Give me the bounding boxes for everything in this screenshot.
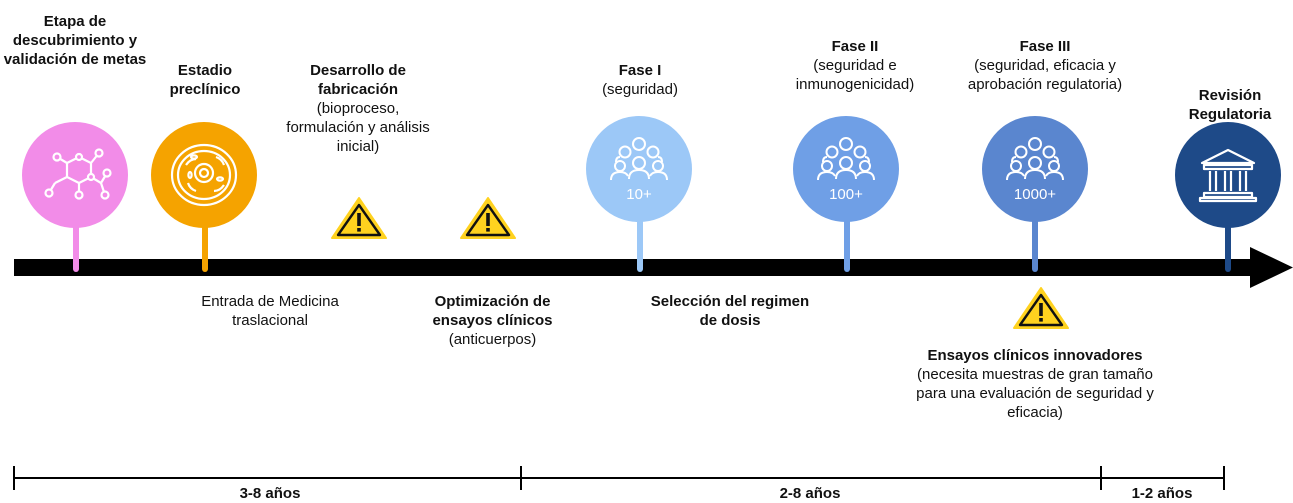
stage-manufacturing-subtitle: (bioproceso, formulación y análisis inic… [286,100,430,155]
stage-phase2-subtitle: (seguridad e inmunogenicidad) [795,57,915,93]
people-group-icon [817,137,875,181]
dose-selection-text: Selección del regimen de dosis [650,293,810,329]
stage-phase2-label: Fase II (seguridad e inmunogenicidad) [780,37,930,94]
stage-phase1-stem [637,198,643,272]
phase2-participant-count: 100+ [829,186,863,203]
duration-label-regulatory: 1-2 años [1131,485,1193,502]
stage-phase3-title: Fase III [1019,38,1071,55]
stage-phase2-stem [844,198,850,272]
stage-preclinical-circle [151,122,257,228]
stage-phase2-circle: 100+ [793,116,899,222]
stage-discovery-stem [73,198,79,272]
stage-regulatory-stem [1225,198,1231,272]
stage-manufacturing-label: Desarrollo de fabricación (bioproceso, f… [282,61,434,156]
innovative-trials-title: Ensayos clínicos innovadores [927,347,1143,364]
people-group-icon [1006,137,1064,181]
warning-icon [460,197,516,239]
warning-icon [1013,287,1069,329]
stage-manufacturing-title: Desarrollo de fabricación [310,62,406,98]
stage-phase3-stem [1032,198,1038,272]
stage-phase3-circle: 1000+ [982,116,1088,222]
stage-phase1-subtitle: (seguridad) [602,81,678,98]
trial-optimization-subtitle: (anticuerpos) [448,331,537,348]
stage-phase3-label: Fase III (seguridad, eficacia y aprobaci… [945,37,1145,94]
stage-discovery-title: Etapa de descubrimiento y validación de … [3,13,147,68]
stage-phase1-title: Fase I [618,62,662,79]
innovative-trials-subtitle: (necesita muestras de gran tamaño para u… [916,366,1154,421]
stage-regulatory-label: Revisión Regulatoria [1175,86,1285,124]
stage-phase2-title: Fase II [831,38,879,55]
stage-discovery-label: Etapa de descubrimiento y validación de … [0,12,150,69]
timeline-arrowhead [1250,247,1293,288]
phase1-participant-count: 10+ [626,186,652,203]
stage-phase1-circle: 10+ [586,116,692,222]
courthouse-icon [1198,148,1258,203]
stage-preclinical-title: Estadio preclínico [169,62,241,98]
stage-phase1-label: Fase I (seguridad) [575,61,705,99]
timeline-bar [14,259,1254,276]
molecule-icon [44,148,112,200]
stage-preclinical-label: Estadio preclínico [150,61,260,99]
stage-regulatory-title: Revisión Regulatoria [1188,87,1272,123]
people-group-icon [610,137,668,181]
duration-label-clinical: 2-8 años [779,485,841,502]
dose-selection-note: Selección del regimen de dosis [640,292,820,330]
translational-note: Entrada de Medicina traslacional [175,292,365,330]
stage-discovery-circle [22,122,128,228]
cell-icon [170,143,238,207]
stage-preclinical-stem [202,198,208,272]
trial-optimization-note: Optimización de ensayos clínicos (anticu… [410,292,575,349]
stage-phase3-subtitle: (seguridad, eficacia y aprobación regula… [967,57,1123,93]
trial-optimization-title: Optimización de ensayos clínicos [432,293,553,329]
translational-note-text: Entrada de Medicina traslacional [201,293,339,329]
innovative-trials-note: Ensayos clínicos innovadores (necesita m… [905,346,1165,422]
warning-icon [331,197,387,239]
duration-label-preclinical: 3-8 años [239,485,301,502]
stage-regulatory-circle [1175,122,1281,228]
phase3-participant-count: 1000+ [1013,186,1057,203]
